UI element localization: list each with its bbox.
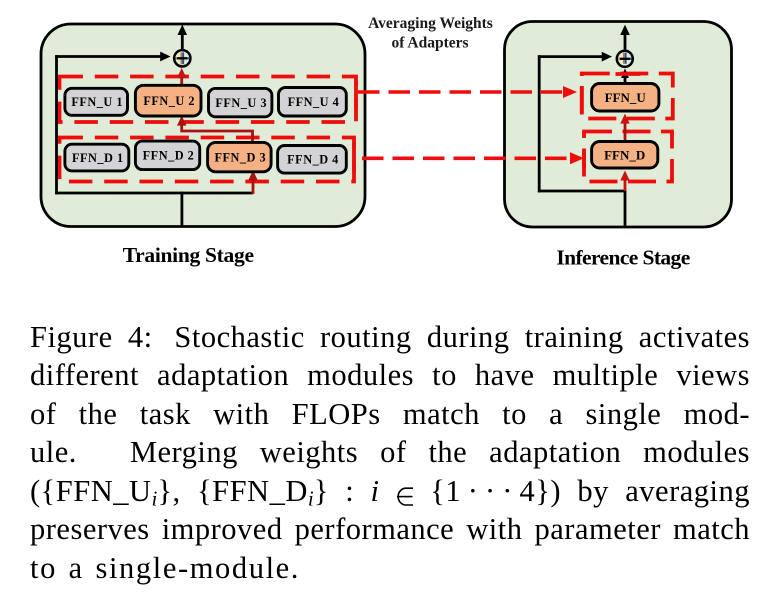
- svg-text:FFN_D: FFN_D: [604, 147, 645, 162]
- svg-text:FFN_D 3: FFN_D 3: [214, 150, 266, 164]
- svg-text:of Adapters: of Adapters: [391, 35, 468, 52]
- svg-text:FFN_D 4: FFN_D 4: [287, 153, 339, 167]
- svg-text:FFN_U 1: FFN_U 1: [71, 95, 123, 109]
- svg-text:FFN_U 4: FFN_U 4: [288, 95, 340, 109]
- svg-text:FFN_D 2: FFN_D 2: [143, 149, 195, 163]
- svg-text:FFN_U 2: FFN_U 2: [143, 94, 195, 108]
- svg-text:FFN_D 1: FFN_D 1: [72, 151, 124, 165]
- svg-text:FFN_U: FFN_U: [605, 90, 647, 105]
- svg-text:Inference Stage: Inference Stage: [556, 246, 689, 270]
- svg-text:Averaging Weights: Averaging Weights: [368, 15, 493, 32]
- svg-text:Training Stage: Training Stage: [123, 243, 254, 267]
- svg-text:FFN_U 3: FFN_U 3: [215, 96, 267, 110]
